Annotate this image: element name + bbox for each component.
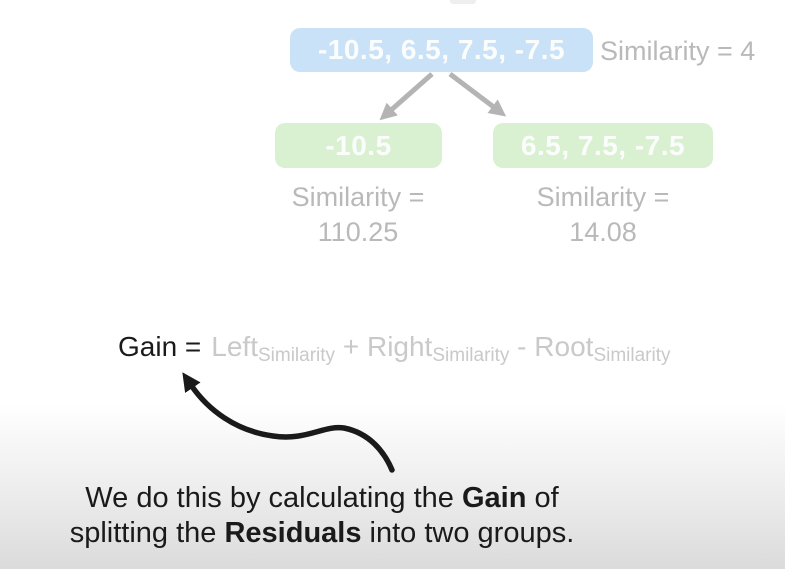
right-branch-arrow	[448, 72, 507, 117]
root-residuals: -10.5, 6.5, 7.5, -7.5	[317, 34, 566, 65]
caption-text: We do this by calculating the Gain of sp…	[22, 481, 622, 551]
left-node-box: -10.5	[275, 123, 442, 168]
gain-pointer-arrow	[182, 372, 395, 473]
root-similarity-label: Similarity = 4	[600, 36, 756, 66]
right-residuals: 6.5, 7.5, -7.5	[520, 129, 686, 161]
left-branch-arrow	[379, 72, 434, 121]
right-node-box: 6.5, 7.5, -7.5	[493, 123, 713, 168]
caption-line1-post: of	[526, 482, 559, 514]
gain-formula-rhs: LeftSimilarity + RightSimilarity - RootS…	[211, 331, 670, 365]
gain-formula-lhs: Gain =	[118, 331, 202, 362]
left-similarity-value: 110.25	[317, 217, 399, 247]
right-term: Right	[366, 331, 433, 362]
root-node-box: -10.5, 6.5, 7.5, -7.5	[290, 28, 593, 72]
caption-line2-pre: splitting the	[69, 517, 225, 549]
caption-line1-bold: Gain	[461, 482, 527, 514]
left-similarity-line1: Similarity =	[291, 182, 425, 212]
right-similarity-value: 14.08	[569, 217, 637, 247]
plus-operator: +	[335, 331, 367, 362]
minus-operator: -	[509, 331, 535, 362]
right-similarity-label: Similarity = 14.08	[503, 180, 703, 250]
left-similarity-label: Similarity = 110.25	[258, 180, 458, 250]
gain-formula: Gain =LeftSimilarity + RightSimilarity -…	[118, 330, 671, 365]
root-term-subscript: Similarity	[593, 345, 671, 366]
left-term-subscript: Similarity	[257, 345, 336, 366]
caption-line1: We do this by calculating the Gain of	[22, 481, 622, 516]
caption-line2-post: into two groups.	[361, 517, 575, 549]
root-term: Root	[534, 331, 594, 362]
top-edge-artifact	[450, 0, 476, 4]
left-residuals: -10.5	[325, 129, 392, 161]
left-term: Left	[211, 331, 258, 362]
right-term-subscript: Similarity	[432, 345, 510, 366]
caption-line2: splitting the Residuals into two groups.	[22, 516, 622, 551]
caption-line1-pre: We do this by calculating the	[85, 482, 462, 514]
caption-line2-bold: Residuals	[224, 517, 362, 549]
right-similarity-line1: Similarity =	[536, 182, 670, 212]
